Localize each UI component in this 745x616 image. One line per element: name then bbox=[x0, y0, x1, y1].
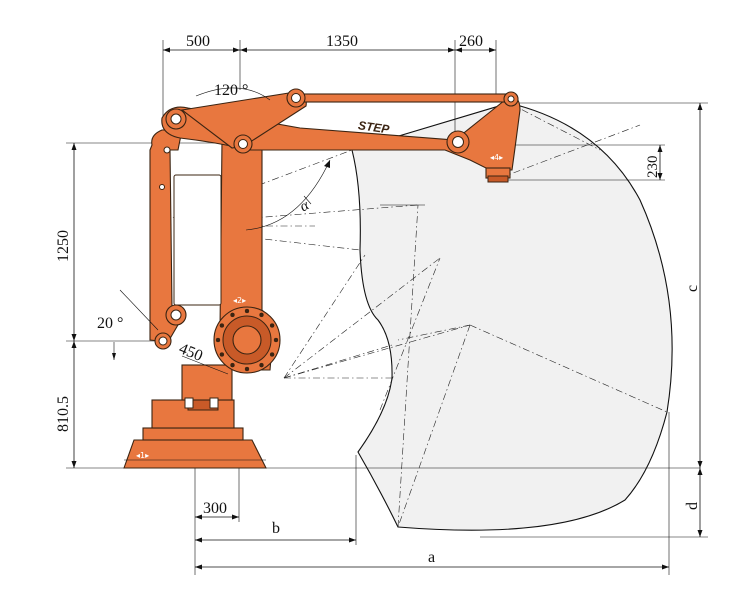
dim-500-label: 500 bbox=[186, 33, 210, 50]
axis4-label: ◂4▸ bbox=[490, 153, 503, 162]
dim-300-label: 300 bbox=[203, 500, 227, 517]
axis2-label: ◂2▸ bbox=[233, 296, 246, 305]
axis1-label: ◂1▸ bbox=[136, 451, 149, 460]
flange-bolt bbox=[230, 362, 235, 368]
work-envelope bbox=[351, 102, 673, 531]
dim-d-label: d bbox=[684, 502, 701, 510]
pivot-joints bbox=[154, 88, 519, 350]
joint-2-bolts bbox=[215, 308, 279, 372]
angle-alpha-label: α bbox=[297, 197, 313, 215]
dim-1250-label: 1250 bbox=[55, 230, 72, 262]
angle-arcs bbox=[112, 87, 331, 375]
dim-a-label: a bbox=[428, 549, 435, 566]
flange-bolt bbox=[230, 312, 235, 318]
angle-120-label: 120 ° bbox=[214, 82, 248, 99]
top-dimensions bbox=[162, 40, 497, 145]
flange-bolt bbox=[269, 323, 275, 328]
flange-bolt bbox=[215, 337, 221, 343]
flange-bolt bbox=[269, 352, 275, 357]
dim-260-label: 260 bbox=[459, 33, 483, 50]
robot-base bbox=[123, 364, 267, 469]
dim-b-label: b bbox=[272, 520, 280, 537]
flange-bolt bbox=[259, 362, 264, 368]
flange-bolt bbox=[273, 337, 279, 343]
dim-450-label: 450 bbox=[176, 340, 205, 365]
dim-230-label: 230 bbox=[645, 156, 661, 179]
flange-bolt bbox=[219, 352, 225, 357]
flange-bolt bbox=[244, 308, 250, 314]
dim-1350-label: 1350 bbox=[326, 33, 358, 50]
dim-c-label: c bbox=[684, 285, 701, 292]
flange-bolt bbox=[259, 312, 264, 318]
angle-20-label: 20 ° bbox=[97, 315, 123, 332]
brand-label: STEP bbox=[357, 118, 391, 136]
joint-2-flange bbox=[213, 306, 281, 374]
flange-bolt bbox=[219, 323, 225, 328]
flange-bolt bbox=[244, 366, 250, 372]
right-dimensions bbox=[480, 102, 708, 538]
dim-810-label: 810.5 bbox=[55, 396, 72, 432]
